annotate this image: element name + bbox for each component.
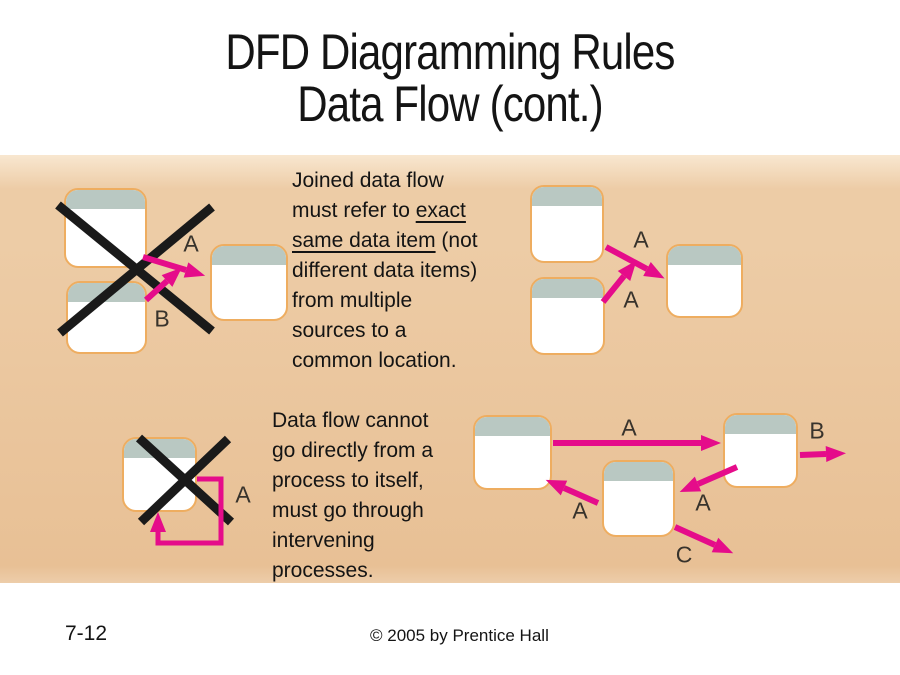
slide-title: DFD Diagramming Rules Data Flow (cont.)	[0, 26, 900, 130]
flow-label: A	[621, 414, 637, 441]
process-box	[530, 277, 605, 355]
process-box	[723, 413, 798, 488]
process-box	[64, 188, 147, 268]
process-box-header	[68, 283, 145, 302]
flow-label: A	[235, 481, 251, 508]
process-box-header	[66, 190, 145, 209]
process-box-header	[124, 439, 195, 458]
flow-label: B	[809, 417, 825, 444]
process-box-header	[532, 187, 602, 206]
process-box	[602, 460, 675, 537]
flow-label: C	[675, 541, 693, 568]
process-box	[666, 244, 743, 318]
flow-label: A	[633, 226, 649, 253]
flow-label: A	[623, 286, 639, 313]
process-box-header	[532, 279, 603, 298]
process-box-header	[604, 462, 673, 481]
process-box-header	[668, 246, 741, 265]
process-box	[66, 281, 147, 354]
copyright-text: © 2005 by Prentice Hall	[370, 626, 549, 645]
process-box	[122, 437, 197, 512]
page-number: 7-12	[65, 622, 108, 645]
flow-label: A	[695, 489, 711, 516]
flow-label: B	[154, 305, 170, 332]
process-box-header	[475, 417, 550, 436]
flow-label: A	[183, 230, 199, 257]
title-line-2: Data Flow (cont.)	[297, 76, 603, 132]
process-box	[473, 415, 552, 490]
process-box	[210, 244, 288, 321]
flow-label: A	[572, 497, 588, 524]
process-box-header	[725, 415, 796, 434]
title-line-1: DFD Diagramming Rules	[225, 24, 675, 80]
process-box	[530, 185, 604, 263]
process-box-header	[212, 246, 286, 265]
